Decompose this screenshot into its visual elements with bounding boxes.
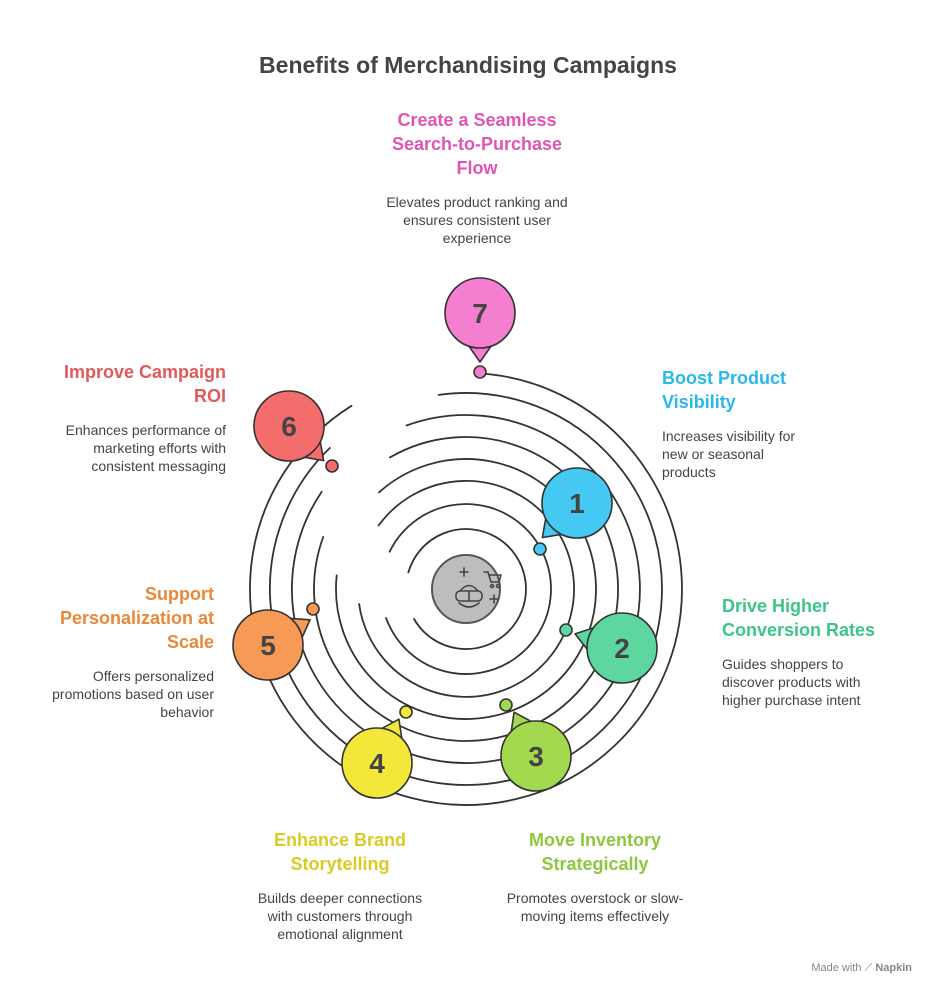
badge-5: 5 bbox=[232, 609, 311, 681]
benefit-block-6: Improve Campaign ROI Enhances performanc… bbox=[60, 360, 226, 475]
spiral-ring bbox=[313, 436, 619, 742]
benefit-title-7: Create a Seamless Search-to-Purchase Flo… bbox=[391, 110, 563, 178]
benefit-title-1: Boost Product Visibility bbox=[662, 368, 786, 412]
badge-number-4: 4 bbox=[369, 748, 385, 779]
benefit-block-7: Create a Seamless Search-to-Purchase Flo… bbox=[370, 108, 584, 247]
badge-fill-6 bbox=[255, 392, 323, 460]
badge-fill-5 bbox=[234, 611, 302, 679]
benefit-title-2: Drive Higher Conversion Rates bbox=[722, 596, 876, 640]
marker-dot-4 bbox=[399, 705, 413, 719]
badge-number-7: 7 bbox=[472, 298, 488, 329]
benefit-description-2: Guides shoppers to discover products wit… bbox=[722, 656, 861, 708]
badge-number-3: 3 bbox=[528, 741, 544, 772]
benefit-title-5: Support Personalization at Scale bbox=[59, 584, 214, 652]
badge-6: 6 bbox=[253, 390, 325, 462]
footer-prefix: Made with bbox=[811, 962, 862, 974]
marker-dot-5 bbox=[306, 602, 320, 616]
benefit-title-3: Move Inventory Strategically bbox=[528, 830, 662, 874]
footer-brand: Napkin bbox=[875, 962, 912, 974]
badge-number-2: 2 bbox=[614, 633, 630, 664]
spiral-ring bbox=[407, 528, 527, 650]
spiral-ring bbox=[385, 503, 552, 675]
benefit-description-3: Promotes overstock or slow-moving items … bbox=[506, 890, 684, 924]
vr-shopping-cart-icon bbox=[455, 567, 502, 608]
badge-7: 7 bbox=[444, 277, 516, 363]
benefit-description-4: Builds deeper connections with customers… bbox=[257, 890, 423, 942]
badge-number-5: 5 bbox=[260, 630, 276, 661]
badge-fill-1 bbox=[543, 469, 611, 537]
benefit-description-1: Increases visibility for new or seasonal… bbox=[662, 428, 796, 480]
badge-fill-7 bbox=[446, 279, 514, 347]
benefit-block-5: Support Personalization at Scale Offers … bbox=[44, 582, 214, 721]
benefit-block-3: Move Inventory Strategically Promotes ov… bbox=[494, 828, 696, 925]
badge-1: 1 bbox=[541, 467, 613, 539]
badge-fill-2 bbox=[588, 614, 656, 682]
number-badges: 1 2 3 4 5 6 7 bbox=[232, 277, 658, 799]
spiral-ring bbox=[335, 458, 597, 720]
badge-fill-4 bbox=[343, 729, 411, 797]
page-title: Benefits of Merchandising Campaigns bbox=[259, 52, 677, 78]
badge-fill-3 bbox=[502, 722, 570, 790]
benefit-title-6: Improve Campaign ROI bbox=[63, 362, 226, 406]
badge-number-1: 1 bbox=[569, 488, 585, 519]
footer-credit: Made with ⟋ Napkin bbox=[811, 962, 912, 975]
badge-4: 4 bbox=[341, 718, 413, 799]
badge-number-6: 6 bbox=[281, 411, 297, 442]
marker-dot-3 bbox=[499, 698, 513, 712]
benefit-description-6: Enhances performance of marketing effort… bbox=[65, 422, 226, 474]
center-circle bbox=[431, 554, 501, 624]
marker-dot-7 bbox=[473, 365, 487, 379]
marker-dot-1 bbox=[533, 542, 547, 556]
spiral-ring bbox=[358, 480, 575, 698]
badge-2: 2 bbox=[574, 612, 658, 684]
benefit-description-7: Elevates product ranking and ensures con… bbox=[386, 194, 568, 246]
center-hub bbox=[431, 554, 502, 624]
napkin-logo-icon: ⟋ bbox=[864, 962, 873, 974]
spiral-ring bbox=[249, 372, 683, 806]
benefit-title-4: Enhance Brand Storytelling bbox=[273, 830, 407, 874]
benefit-block-1: Boost Product Visibility Increases visib… bbox=[662, 366, 812, 481]
marker-dot-6 bbox=[325, 459, 339, 473]
benefit-description-5: Offers personalized promotions based on … bbox=[52, 668, 214, 720]
ring-markers bbox=[306, 365, 573, 719]
benefit-block-2: Drive Higher Conversion Rates Guides sho… bbox=[722, 594, 892, 709]
marker-dot-2 bbox=[559, 623, 573, 637]
benefit-block-4: Enhance Brand Storytelling Builds deeper… bbox=[246, 828, 434, 943]
badge-3: 3 bbox=[500, 711, 572, 792]
